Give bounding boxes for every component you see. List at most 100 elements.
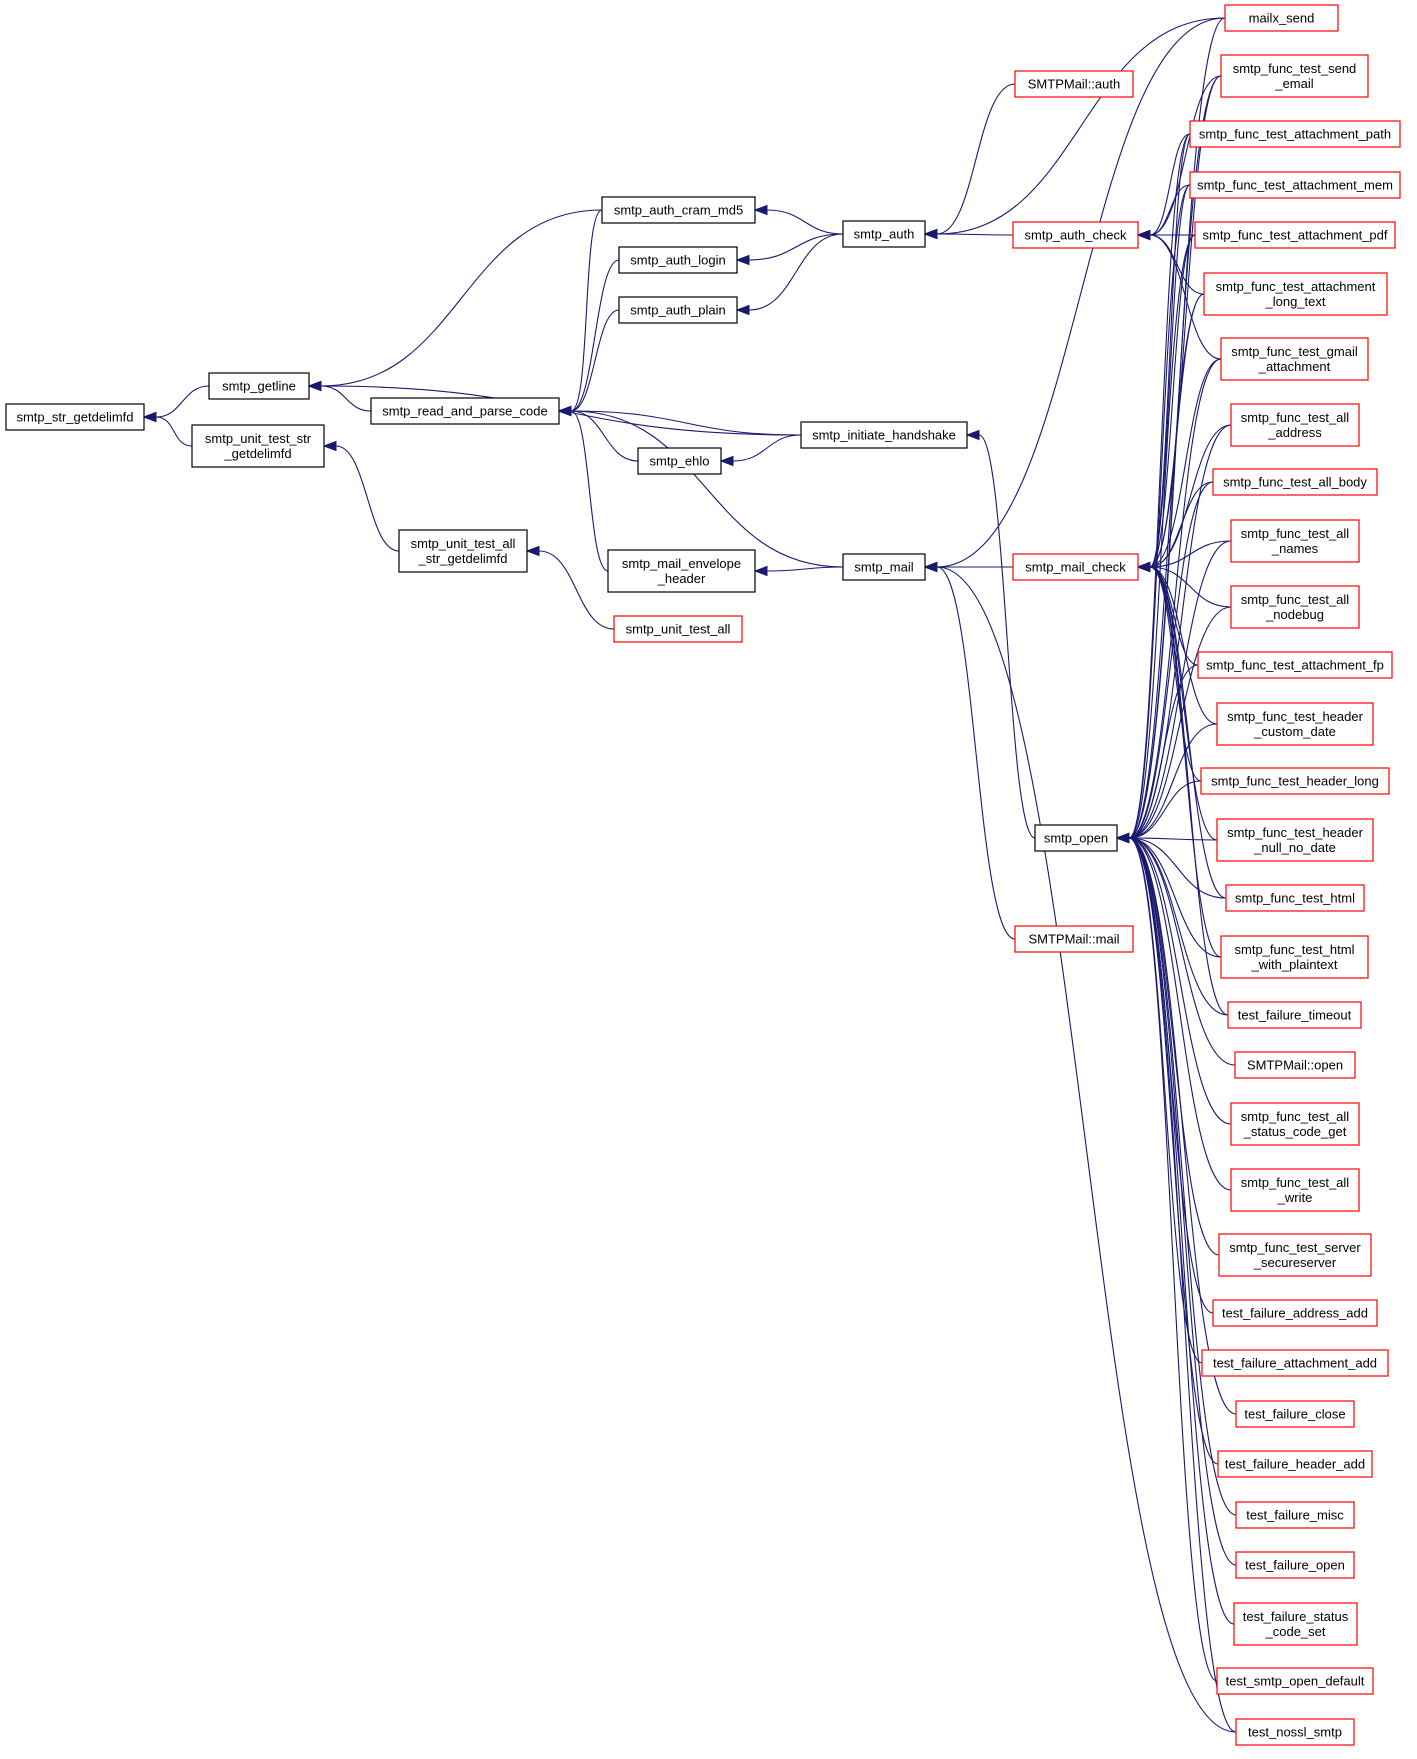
edge-SMTPMail_auth-to-smtp_auth <box>923 83 1016 240</box>
node-label: smtp_func_test_all <box>1241 526 1350 541</box>
node-smtp-ehlo: smtp_ehlo <box>637 447 722 475</box>
edge-smtp_initiate_handshake-to-smtp_read_and_parse_code <box>557 405 802 436</box>
node-smtp-func-test-send-email[interactable]: smtp_func_test_send_email <box>1220 54 1369 98</box>
node-smtp-func-test-attachment-long-text[interactable]: smtp_func_test_attachment_long_text <box>1203 272 1388 316</box>
node-label: _attachment <box>1258 359 1331 374</box>
node-smtp-str-getdelimfd: smtp_str_getdelimfd <box>5 403 145 431</box>
node-label: _nodebug <box>1265 607 1324 622</box>
node-label: test_failure_timeout <box>1238 1008 1352 1023</box>
node-mailx-send[interactable]: mailx_send <box>1224 4 1339 32</box>
node-smtp-func-test-html[interactable]: smtp_func_test_html <box>1225 884 1365 912</box>
edge-smtp_unit_test_str_getdelimfd-to-smtp_str_getdelimfd <box>142 411 193 447</box>
node-label: test_failure_address_add <box>1222 1306 1368 1321</box>
node-test-failure-status-code-set[interactable]: test_failure_status_code_set <box>1233 1602 1358 1646</box>
node-label: _getdelimfd <box>223 446 291 461</box>
node-label: smtp_func_test_all_body <box>1223 475 1367 490</box>
node-label: smtp_read_and_parse_code <box>382 404 548 419</box>
node-label: smtp_func_test_all <box>1241 1109 1350 1124</box>
node-label: smtp_func_test_html <box>1235 942 1355 957</box>
node-smtp-func-test-server-secureserver[interactable]: smtp_func_test_server_secureserver <box>1218 1233 1372 1277</box>
node-smtp-func-test-attachment-path[interactable]: smtp_func_test_attachment_path <box>1189 120 1401 148</box>
node-smtp-func-test-attachment-mem[interactable]: smtp_func_test_attachment_mem <box>1189 171 1401 199</box>
node-label: _address <box>1267 425 1322 440</box>
node-label: _custom_date <box>1253 724 1336 739</box>
node-test-failure-close[interactable]: test_failure_close <box>1235 1400 1355 1428</box>
node-label: smtp_auth_check <box>1025 228 1127 243</box>
node-label: smtp_func_test_server <box>1229 1240 1361 1255</box>
edge-smtp_auth-to-smtp_auth_plain <box>735 233 844 316</box>
node-label: smtp_ehlo <box>650 454 710 469</box>
node-smtp-read-and-parse-code: smtp_read_and_parse_code <box>370 397 560 425</box>
node-SMTPMail-open[interactable]: SMTPMail::open <box>1234 1051 1356 1079</box>
node-label: smtp_auth_login <box>630 253 725 268</box>
edge-test_failure_misc-to-smtp_open <box>1115 832 1237 1516</box>
node-smtp-func-test-attachment-fp[interactable]: smtp_func_test_attachment_fp <box>1197 651 1393 679</box>
edge-test_smtp_open_default-to-smtp_open <box>1115 832 1218 1682</box>
node-smtp-func-test-all-write[interactable]: smtp_func_test_all_write <box>1230 1168 1360 1212</box>
edge-smtp_initiate_handshake-to-smtp_ehlo <box>719 434 802 467</box>
node-test-smtp-open-default[interactable]: test_smtp_open_default <box>1216 1667 1374 1695</box>
node-test-failure-attachment-add[interactable]: test_failure_attachment_add <box>1201 1349 1389 1377</box>
node-test-failure-open[interactable]: test_failure_open <box>1235 1551 1355 1579</box>
node-smtp-unit-test-str-getdelimfd: smtp_unit_test_str_getdelimfd <box>191 424 325 468</box>
node-SMTPMail-auth[interactable]: SMTPMail::auth <box>1014 70 1134 98</box>
node-smtp-auth-check[interactable]: smtp_auth_check <box>1012 221 1139 249</box>
edge-test_failure_timeout-to-smtp_open <box>1115 832 1229 1016</box>
edge-SMTPMail_mail-to-smtp_mail <box>923 561 1016 940</box>
node-test-failure-misc[interactable]: test_failure_misc <box>1235 1501 1355 1529</box>
node-test-failure-timeout[interactable]: test_failure_timeout <box>1227 1001 1362 1029</box>
edge-smtp_open-to-smtp_initiate_handshake <box>965 429 1036 839</box>
edge-layer <box>142 17 1237 1733</box>
node-label: smtp_func_test_attachment_path <box>1199 127 1391 142</box>
node-label: smtp_auth_plain <box>630 303 725 318</box>
node-smtp-func-test-all-status-code-get[interactable]: smtp_func_test_all_status_code_get <box>1230 1102 1360 1146</box>
edge-mailx_send-to-smtp_mail <box>923 17 1226 573</box>
node-label: _code_set <box>1265 1624 1326 1639</box>
node-smtp-mail-check[interactable]: smtp_mail_check <box>1012 553 1139 581</box>
node-smtp-auth-plain: smtp_auth_plain <box>618 296 738 324</box>
edge-smtp_auth_cram_md5-to-smtp_getline <box>307 209 603 392</box>
node-smtp-func-test-all-names[interactable]: smtp_func_test_all_names <box>1230 519 1360 563</box>
node-label: smtp_getline <box>222 379 296 394</box>
node-smtp-func-test-all-address[interactable]: smtp_func_test_all_address <box>1230 403 1360 447</box>
node-label: _secureserver <box>1253 1255 1337 1270</box>
node-smtp-auth-cram-md5: smtp_auth_cram_md5 <box>601 196 756 224</box>
edge-mailx_send-to-smtp_auth <box>923 17 1226 240</box>
node-layer: smtp_str_getdelimfd smtp_getline smtp_unit… <box>5 4 1401 1746</box>
node-test-failure-header-add[interactable]: test_failure_header_add <box>1217 1450 1373 1478</box>
edge-smtp_mail-to-smtp_read_and_parse_code <box>557 405 844 568</box>
edge-smtp_mail-to-smtp_mail_envelope_header <box>753 565 844 577</box>
node-label: _write <box>1277 1190 1313 1205</box>
node-smtp-func-test-header-null-no-date[interactable]: smtp_func_test_header_null_no_date <box>1216 818 1374 862</box>
node-label: smtp_func_test_header <box>1227 825 1364 840</box>
node-smtp-func-test-header-custom-date[interactable]: smtp_func_test_header_custom_date <box>1216 702 1374 746</box>
node-smtp-func-test-gmail-attachment[interactable]: smtp_func_test_gmail_attachment <box>1220 337 1369 381</box>
edge-smtp_auth-to-smtp_auth_login <box>735 233 844 266</box>
node-label: smtp_func_test_html <box>1235 891 1355 906</box>
node-smtp-func-test-all-nodebug[interactable]: smtp_func_test_all_nodebug <box>1230 585 1360 629</box>
node-test-failure-address-add[interactable]: test_failure_address_add <box>1212 1299 1378 1327</box>
node-label: smtp_func_test_attachment_fp <box>1206 658 1384 673</box>
node-label: smtp_unit_test_all <box>626 622 731 637</box>
node-label: test_failure_close <box>1244 1407 1345 1422</box>
node-smtp-func-test-attachment-pdf[interactable]: smtp_func_test_attachment_pdf <box>1194 221 1396 249</box>
node-label: _str_getdelimfd <box>418 551 508 566</box>
node-smtp-func-test-all-body[interactable]: smtp_func_test_all_body <box>1212 468 1378 496</box>
node-label: _status_code_get <box>1243 1124 1347 1139</box>
node-smtp-func-test-header-long[interactable]: smtp_func_test_header_long <box>1200 767 1390 795</box>
edge-smtp_auth_cram_md5-to-smtp_read_and_parse_code <box>557 209 603 417</box>
node-label: smtp_str_getdelimfd <box>16 410 133 425</box>
node-smtp-initiate-handshake: smtp_initiate_handshake <box>800 421 968 449</box>
node-test-nossl-smtp[interactable]: test_nossl_smtp <box>1235 1718 1355 1746</box>
node-smtp-unit-test-all[interactable]: smtp_unit_test_all <box>613 615 743 643</box>
edge-smtp_unit_test_all-to-smtp_unit_test_all_str_getdelimfd <box>525 545 615 630</box>
node-label: test_failure_header_add <box>1225 1457 1365 1472</box>
node-label: smtp_auth <box>854 227 915 242</box>
node-label: smtp_func_test_attachment_pdf <box>1202 228 1387 243</box>
node-smtp-auth-login: smtp_auth_login <box>618 246 738 274</box>
node-smtp-func-test-html-with-plaintext[interactable]: smtp_func_test_html_with_plaintext <box>1220 935 1369 979</box>
node-label: SMTPMail::auth <box>1028 77 1120 92</box>
node-label: _email <box>1274 76 1313 91</box>
node-SMTPMail-mail[interactable]: SMTPMail::mail <box>1014 925 1134 953</box>
